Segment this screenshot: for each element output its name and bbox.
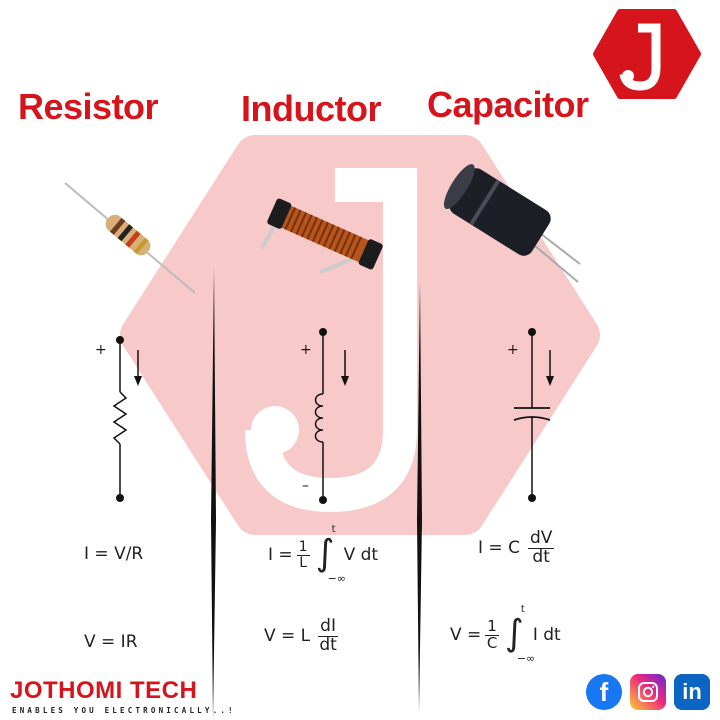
brand-logo-icon bbox=[593, 9, 701, 99]
inductor-integral-lower: −∞ bbox=[327, 572, 346, 585]
resistor-symbol bbox=[112, 336, 142, 502]
linkedin-icon-glyph: in bbox=[682, 679, 702, 704]
facebook-icon[interactable]: f bbox=[586, 674, 622, 710]
inductor-voltage-fraction: dI dt bbox=[318, 616, 338, 655]
inductor-current-den: L bbox=[299, 554, 308, 571]
capacitor-current-den: dt bbox=[532, 546, 550, 567]
instagram-icon[interactable] bbox=[630, 674, 666, 710]
inductor-voltage-num: dI bbox=[318, 616, 338, 637]
instagram-glyph bbox=[638, 682, 658, 702]
capacitor-voltage-num: 1 bbox=[485, 616, 499, 636]
capacitor-symbol bbox=[513, 328, 554, 502]
capacitor-current-fraction: dV dt bbox=[527, 528, 555, 567]
capacitor-current-num: dV bbox=[527, 528, 555, 549]
facebook-icon-glyph: f bbox=[599, 676, 609, 707]
resistor-image bbox=[64, 182, 196, 294]
inductor-current-fraction: 1 L bbox=[296, 538, 310, 571]
inductor-current-body: V dt bbox=[343, 545, 379, 565]
inductor-current-lhs: I = bbox=[268, 545, 293, 565]
resistor-plus-label: + bbox=[95, 342, 107, 358]
capacitor-voltage-formula: V = 1 C ∫ t −∞ I dt bbox=[450, 604, 561, 665]
resistor-current-formula: I = V/R bbox=[84, 544, 144, 564]
title-resistor: Resistor bbox=[18, 86, 159, 127]
inductor-plus-label: + bbox=[300, 342, 312, 358]
brand-tagline: ENABLES YOU ELECTRONICALLY..! bbox=[12, 706, 236, 715]
title-capacitor: Capacitor bbox=[427, 84, 589, 125]
inductor-voltage-lhs: V = L bbox=[264, 626, 311, 647]
inductor-integral-upper: t bbox=[331, 524, 336, 535]
title-inductor: Inductor bbox=[241, 88, 381, 129]
capacitor-current-lhs: I = C bbox=[478, 538, 520, 559]
resistor-voltage-formula: V = IR bbox=[84, 632, 138, 652]
inductor-voltage-formula: V = L dI dt bbox=[264, 616, 338, 655]
inductor-current-num: 1 bbox=[296, 538, 310, 556]
capacitor-integral-lower: −∞ bbox=[516, 652, 536, 665]
capacitor-voltage-den: C bbox=[486, 633, 498, 652]
brand-name: JOTHOMI TECH bbox=[10, 677, 197, 705]
inductor-current-formula: I = 1 L ∫ t −∞ V dt bbox=[268, 524, 379, 585]
inductor-symbol bbox=[314, 328, 349, 504]
linkedin-icon[interactable]: in bbox=[674, 674, 710, 710]
capacitor-voltage-fraction: 1 C bbox=[485, 616, 499, 652]
inductor-voltage-den: dt bbox=[319, 634, 337, 655]
capacitor-image bbox=[443, 164, 581, 283]
capacitor-plus-label: + bbox=[507, 342, 519, 358]
integral-sign: ∫ t −∞ bbox=[315, 524, 346, 585]
brand-name-text: JOTHOMI TECH bbox=[10, 677, 198, 704]
inductor-minus-label: – bbox=[302, 478, 309, 494]
capacitor-integral-upper: t bbox=[520, 604, 525, 615]
capacitor-current-formula: I = C dV dt bbox=[478, 528, 555, 567]
inductor-image bbox=[260, 198, 383, 274]
capacitor-voltage-body: I dt bbox=[532, 625, 561, 645]
integral-sign: ∫ t −∞ bbox=[504, 604, 536, 665]
capacitor-voltage-lhs: V = bbox=[450, 625, 482, 645]
